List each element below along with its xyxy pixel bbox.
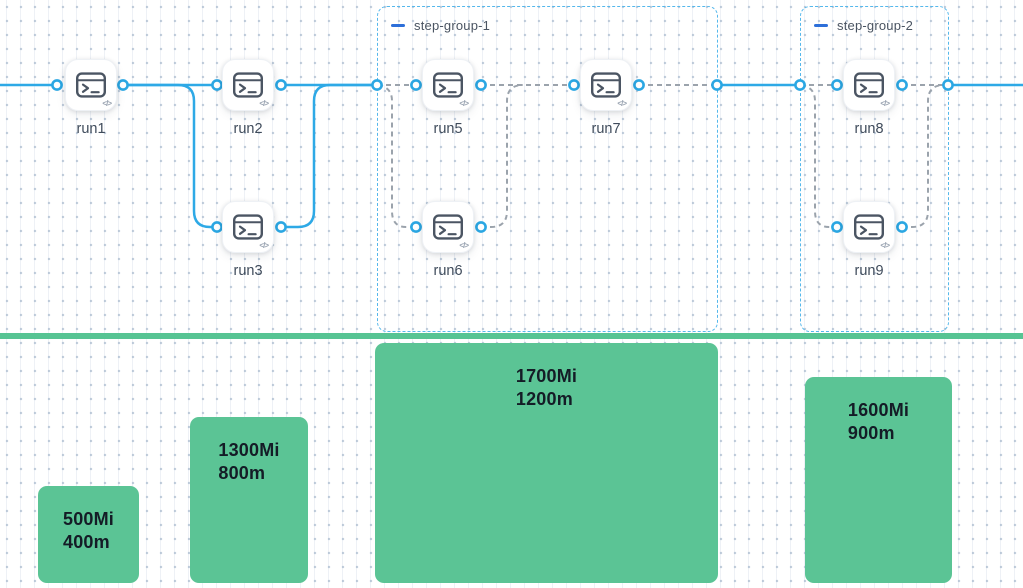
terminal-icon — [433, 214, 464, 240]
group-label: step-group-2 — [837, 18, 914, 33]
edge-run6-merge — [481, 84, 524, 228]
group-step-group-2[interactable]: step-group-2 — [800, 6, 949, 332]
cpu-value: 400m — [62, 531, 110, 552]
terminal-icon — [76, 72, 107, 98]
code-badge-icon: </> — [617, 99, 627, 108]
terminal-icon — [233, 72, 264, 98]
port-run2-out[interactable] — [275, 79, 287, 91]
node-label: run2 — [233, 121, 263, 137]
memory-value: 1300Mi — [218, 440, 280, 460]
node-run8[interactable]: </> — [843, 59, 895, 111]
port-run8-in[interactable] — [831, 79, 843, 91]
node-run9[interactable]: </> — [843, 201, 895, 253]
node-label: run3 — [233, 263, 263, 279]
node-run7[interactable]: </> — [580, 59, 632, 111]
edge-run1-run3 — [123, 83, 217, 229]
terminal-icon — [854, 214, 885, 240]
port-group2-right[interactable] — [942, 79, 954, 91]
port-run8-out[interactable] — [896, 79, 908, 91]
port-run5-out[interactable] — [475, 79, 487, 91]
node-label: run6 — [433, 263, 463, 279]
code-badge-icon: </> — [459, 241, 469, 250]
port-run9-in[interactable] — [831, 221, 843, 233]
node-label: run9 — [854, 263, 884, 279]
node-run3[interactable]: </> — [222, 201, 274, 253]
port-run3-in[interactable] — [211, 221, 223, 233]
node-label: run1 — [76, 121, 106, 137]
terminal-icon — [433, 72, 464, 98]
terminal-icon — [591, 72, 622, 98]
edge-group2in-run9 — [800, 84, 837, 228]
port-run9-out[interactable] — [896, 221, 908, 233]
cpu-value: 1200m — [515, 388, 573, 409]
node-label: run5 — [433, 121, 463, 137]
code-badge-icon: </> — [459, 99, 469, 108]
code-badge-icon: </> — [259, 99, 269, 108]
terminal-icon — [854, 72, 885, 98]
edge-run3-merge — [281, 83, 377, 229]
memory-value: 1700Mi — [515, 366, 578, 386]
node-label: run7 — [591, 121, 621, 137]
port-run6-out[interactable] — [475, 221, 487, 233]
port-run3-out[interactable] — [275, 221, 287, 233]
port-run6-in[interactable] — [410, 221, 422, 233]
group-header: step-group-2 — [814, 18, 913, 33]
group-header: step-group-1 — [391, 18, 490, 33]
node-run2[interactable]: </> — [222, 59, 274, 111]
port-run5-in[interactable] — [410, 79, 422, 91]
cpu-value: 800m — [218, 462, 266, 483]
edge-group1in-run6 — [377, 84, 416, 228]
collapse-dash-icon[interactable] — [814, 23, 828, 28]
port-group1-left[interactable] — [371, 79, 383, 91]
group-step-group-1[interactable]: step-group-1 — [377, 6, 718, 332]
port-run7-in[interactable] — [568, 79, 580, 91]
code-badge-icon: </> — [880, 99, 890, 108]
port-run2-in[interactable] — [211, 79, 223, 91]
memory-value: 1600Mi — [847, 400, 910, 420]
port-run7-out[interactable] — [633, 79, 645, 91]
cpu-value: 900m — [847, 422, 895, 443]
group-label: step-group-1 — [414, 18, 491, 33]
code-badge-icon: </> — [880, 241, 890, 250]
terminal-icon — [233, 214, 264, 240]
port-run1-in[interactable] — [51, 79, 63, 91]
resource-divider — [0, 333, 1023, 339]
port-group2-left[interactable] — [794, 79, 806, 91]
node-run1[interactable]: </> — [65, 59, 117, 111]
node-label: run8 — [854, 121, 884, 137]
edge-run9-merge — [902, 84, 948, 228]
node-run5[interactable]: </> — [422, 59, 474, 111]
code-badge-icon: </> — [259, 241, 269, 250]
code-badge-icon: </> — [102, 99, 112, 108]
memory-value: 500Mi — [62, 509, 115, 529]
port-group1-right[interactable] — [711, 79, 723, 91]
port-run1-out[interactable] — [117, 79, 129, 91]
collapse-dash-icon[interactable] — [391, 23, 405, 28]
node-run6[interactable]: </> — [422, 201, 474, 253]
